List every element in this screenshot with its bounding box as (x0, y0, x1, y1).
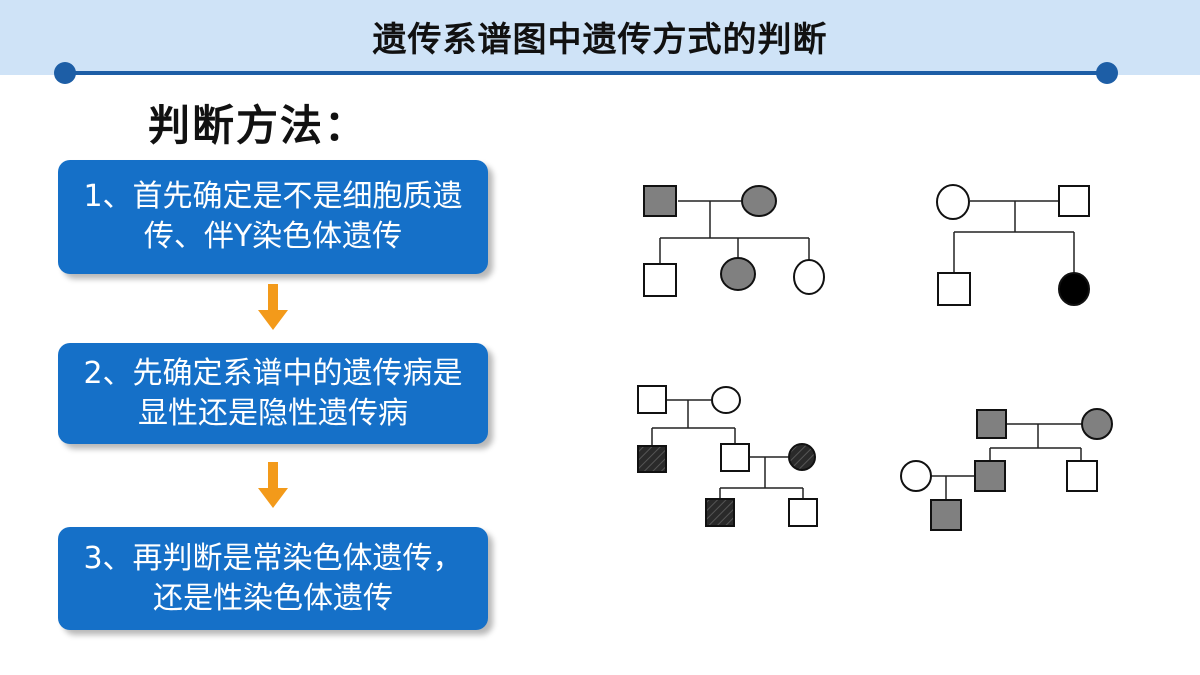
affected-male-symbol (637, 445, 667, 473)
step-3-text: 3、再判断是常染色体遗传，还是性染色体遗传 (83, 540, 463, 616)
header-rule (64, 71, 1107, 75)
affected-female-symbol (720, 257, 756, 291)
page-title: 遗传系谱图中遗传方式的判断 (372, 20, 828, 60)
affected-female-symbol (741, 185, 777, 217)
female-symbol (793, 259, 825, 295)
rule-left-dot (54, 62, 76, 84)
down-arrow-icon (258, 462, 288, 508)
rule-right-dot (1096, 62, 1118, 84)
step-2-box: 2、先确定系谱中的遗传病是显性还是隐性遗传病 (58, 343, 488, 444)
header-band (0, 0, 1200, 75)
female-symbol (900, 460, 932, 492)
step-1-box: 1、首先确定是不是细胞质遗传、伴Y染色体遗传 (58, 160, 488, 274)
down-arrow-icon (258, 284, 288, 330)
male-symbol (1058, 185, 1090, 217)
male-symbol (1066, 460, 1098, 492)
affected-male-symbol (974, 460, 1006, 492)
male-symbol (788, 498, 818, 527)
affected-male-symbol (976, 409, 1007, 439)
affected-female-symbol (1081, 408, 1113, 440)
pedigree-lines (651, 200, 1083, 500)
male-symbol (937, 272, 971, 306)
affected-female-symbol (788, 443, 816, 471)
affected-male-symbol (643, 185, 677, 217)
pedigree-diagrams (637, 184, 1113, 531)
male-symbol (637, 385, 667, 414)
step-2-text: 2、先确定系谱中的遗传病是显性还是隐性遗传病 (83, 355, 463, 431)
affected-male-symbol (930, 499, 962, 531)
step-3-box: 3、再判断是常染色体遗传，还是性染色体遗传 (58, 527, 488, 630)
male-symbol (720, 443, 750, 472)
affected-female-symbol (1058, 272, 1090, 306)
step-1-text: 1、首先确定是不是细胞质遗传、伴Y染色体遗传 (83, 179, 463, 254)
female-symbol (936, 184, 970, 220)
affected-male-symbol (705, 498, 735, 527)
female-symbol (711, 386, 741, 414)
pedigree-symbols (637, 184, 1113, 531)
male-symbol (643, 263, 677, 297)
method-heading: 判断方法： (148, 101, 369, 150)
